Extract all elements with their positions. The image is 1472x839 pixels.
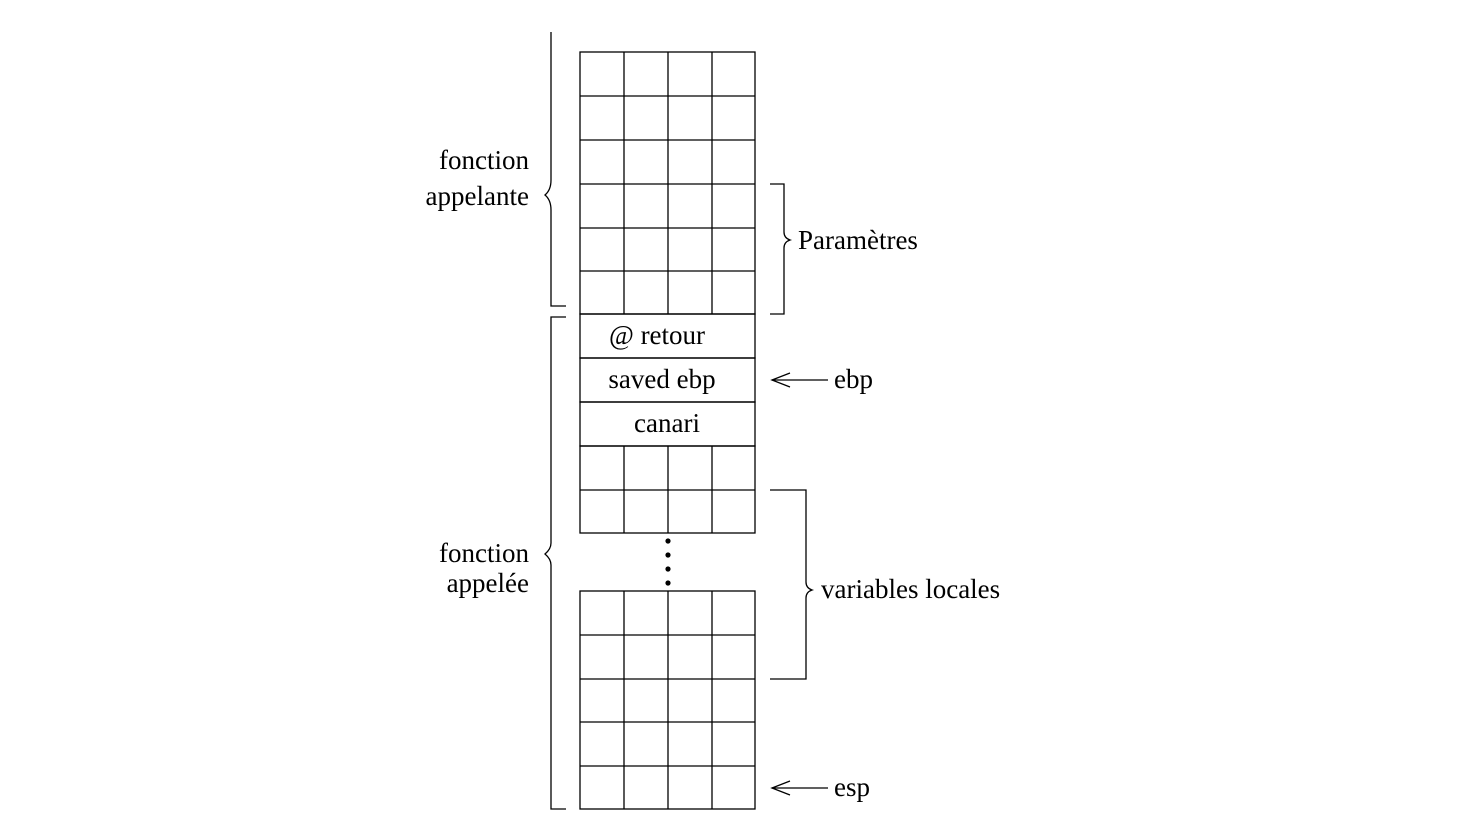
ebp-label: ebp [834,364,873,394]
locals-brace [770,489,815,680]
caller-brace [543,32,566,307]
parameters-label: Paramètres [798,225,918,255]
continuation-dots [665,538,671,586]
locals-label: variables locales [821,574,1000,604]
ebp-arrow [770,372,828,388]
caller-label-line1: fonction [439,145,529,175]
return-address-label: @ retour [609,320,705,350]
locals-upper-grid [579,445,756,534]
saved-ebp-label: saved ebp [608,364,715,394]
parameters-brace [770,183,793,315]
callee-label-line1: fonction [439,538,529,568]
esp-arrow [770,780,828,796]
caller-stack-grid [579,51,756,315]
canary-label: canari [634,408,700,438]
locals-lower-grid [579,590,756,810]
callee-label-line2: appelée [447,568,529,598]
esp-label: esp [834,772,870,802]
caller-label-line2: appelante [426,181,529,211]
callee-brace [543,316,566,810]
